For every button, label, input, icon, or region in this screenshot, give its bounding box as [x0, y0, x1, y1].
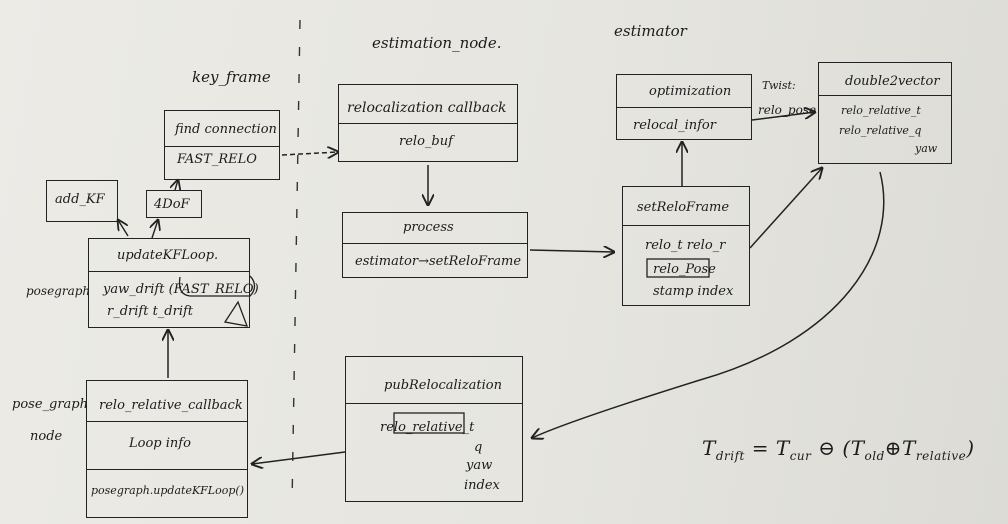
relo-relative-t-text: relo_relative_t	[380, 420, 475, 435]
loop-info-text: Loop info	[129, 436, 191, 451]
arrow-fastrelo-to-relobuf	[281, 152, 338, 155]
pub-relocalization-title: pubRelocalization	[384, 378, 503, 393]
pgn-divider-2	[87, 469, 247, 470]
fourdof-box: 4DoF	[146, 190, 202, 218]
formula-tcur: T	[775, 436, 790, 460]
relo-t-r-text: relo_t relo_r	[645, 238, 726, 253]
formula-lhs: T	[702, 436, 716, 460]
arrow-process-to-setreloframe	[529, 250, 614, 252]
key-frame-divider	[165, 146, 279, 147]
arrow-optim-to-double	[751, 112, 815, 121]
drift-formula: Tdrift = Tcur ⊖ (Told⊕Trelative)	[702, 438, 975, 462]
posegraph-label: posegraph	[26, 284, 91, 298]
reloc-divider	[339, 123, 517, 124]
pose-graph-node-box: relo_relative_callback Loop info posegra…	[86, 380, 248, 518]
formula-eq: =	[751, 436, 769, 460]
relo-buf-text: relo_buf	[399, 134, 453, 149]
fast-relo-text: FAST_RELO	[177, 152, 257, 167]
triangle-doodle	[223, 300, 249, 327]
posegraph-update-call-text: posegraph.updateKFLoop()	[91, 484, 244, 497]
double-divider	[819, 95, 951, 96]
process-title: process	[403, 220, 454, 235]
relo-pose-label: relo_pose	[758, 103, 817, 117]
arrow-update-to-4dof	[152, 220, 158, 239]
relative-bracket	[393, 412, 465, 434]
relo-pose-box	[646, 258, 710, 278]
key-frame-box: find connection FAST_RELO	[164, 110, 280, 180]
formula-oplus: ⊕	[884, 436, 903, 460]
node-label: node	[30, 429, 63, 444]
twist-label: Twist:	[762, 79, 796, 92]
relo-relative-callback-text: relo_relative_callback	[99, 398, 243, 413]
index-text: index	[464, 478, 500, 493]
set-relo-frame-title: setReloFrame	[637, 200, 730, 215]
add-kf-text: add_KF	[55, 192, 105, 207]
update-kf-loop-box: updateKFLoop. yaw_drift (FAST_RELO) r_dr…	[88, 238, 259, 328]
pose-graph-label: pose_graph	[12, 397, 88, 412]
double-yaw-text: yaw	[915, 142, 938, 155]
optimization-title: optimization	[649, 84, 732, 99]
double-relo-relative-t-text: relo_relative_t	[841, 104, 921, 117]
formula-told: T	[850, 436, 865, 460]
formula-rel-sub: relative	[915, 449, 967, 463]
optimization-box: optimization relocal_infor	[616, 74, 752, 140]
update-divider	[89, 271, 249, 272]
optim-divider	[617, 107, 751, 108]
update-kf-loop-title: updateKFLoop.	[117, 248, 219, 263]
process-divider	[343, 243, 527, 244]
pub-relocalization-box: pubRelocalization relo_relative_t q yaw …	[345, 356, 523, 502]
find-connection-text: find connection	[175, 122, 277, 137]
add-kf-box: add_KF	[46, 180, 118, 222]
header-key-frame: key_frame	[192, 68, 271, 86]
arrow-double-to-pub	[532, 171, 885, 438]
formula-cur-sub: cur	[789, 449, 812, 463]
process-box: process estimator→setReloFrame	[342, 212, 528, 278]
relocal-infor-text: relocal_infor	[633, 118, 716, 133]
separator-line	[291, 19, 301, 506]
fourdof-text: 4DoF	[154, 197, 190, 212]
header-estimation-node: estimation_node.	[372, 34, 502, 52]
formula-old-sub: old	[864, 449, 885, 463]
pgn-divider-1	[87, 421, 247, 422]
arrow-update-to-addkf	[118, 220, 129, 237]
relocalization-callback-title: relocalization callback	[347, 100, 507, 116]
q-text: q	[474, 440, 483, 455]
r-t-drift-text: r_drift t_drift	[107, 304, 194, 319]
yaw-drift-text: yaw_drift (FAST_RELO)	[103, 282, 259, 297]
arrow-4dof-to-keyframe	[175, 180, 178, 190]
yaw-text: yaw	[466, 458, 493, 473]
double2vector-title: double2vector	[845, 74, 940, 89]
set-relo-frame-box: setReloFrame relo_t relo_r relo_Pose sta…	[622, 186, 750, 306]
double2vector-box: double2vector relo_relative_t relo_relat…	[818, 62, 952, 164]
relocalization-callback-box: relocalization callback relo_buf	[338, 84, 518, 162]
stamp-index-text: stamp index	[653, 284, 734, 299]
formula-rparen: )	[966, 436, 975, 460]
formula-lparen: (	[842, 436, 851, 460]
fast-relo-bracket	[178, 275, 256, 297]
double-relo-relative-q-text: relo_relative_q	[839, 124, 922, 137]
arrow-pub-to-pgn	[252, 451, 346, 464]
header-estimator: estimator	[614, 22, 687, 40]
relo-pose-text: relo_Pose	[653, 262, 716, 277]
formula-trel: T	[902, 436, 916, 460]
set-relo-frame-call-text: estimator→setReloFrame	[355, 254, 522, 269]
formula-ominus: ⊖	[818, 436, 836, 460]
pub-divider	[346, 403, 522, 404]
formula-lhs-sub: drift	[715, 449, 745, 463]
set-relo-divider	[623, 225, 749, 226]
arrow-setreloframe-to-double	[749, 168, 822, 249]
